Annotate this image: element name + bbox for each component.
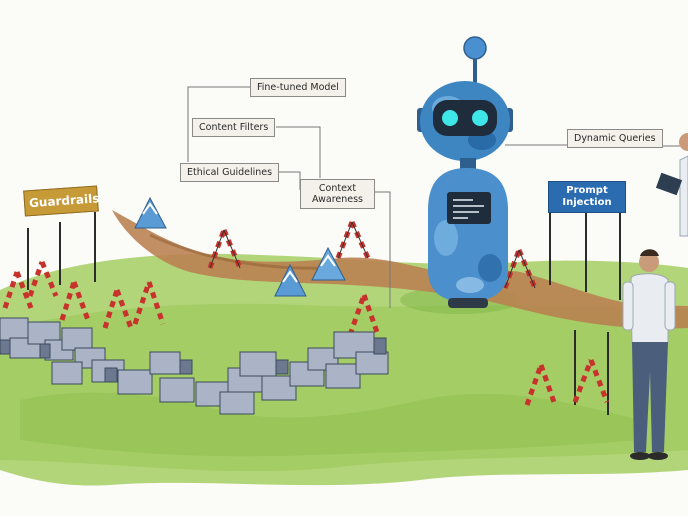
label-dynamic-queries: Dynamic Queries	[567, 129, 663, 148]
label-ethical-guidelines: Ethical Guidelines	[180, 163, 280, 182]
robot	[417, 36, 513, 308]
warning-barriers	[2, 220, 610, 406]
label-connectors	[187, 86, 680, 308]
dirt-path	[112, 210, 688, 329]
concrete-block-wall	[0, 317, 389, 415]
label-context-awareness: Context Awareness	[300, 179, 375, 209]
label-fine-tuned-model: Fine-tuned Model	[250, 78, 346, 97]
sign-guardrails: Guardrails	[23, 185, 100, 217]
safety-cones	[134, 196, 346, 297]
sign-prompt-injection: Prompt Injection	[548, 181, 626, 213]
person-standing	[622, 249, 676, 460]
person-with-clipboard	[655, 133, 688, 237]
label-content-filters: Content Filters	[192, 118, 276, 137]
